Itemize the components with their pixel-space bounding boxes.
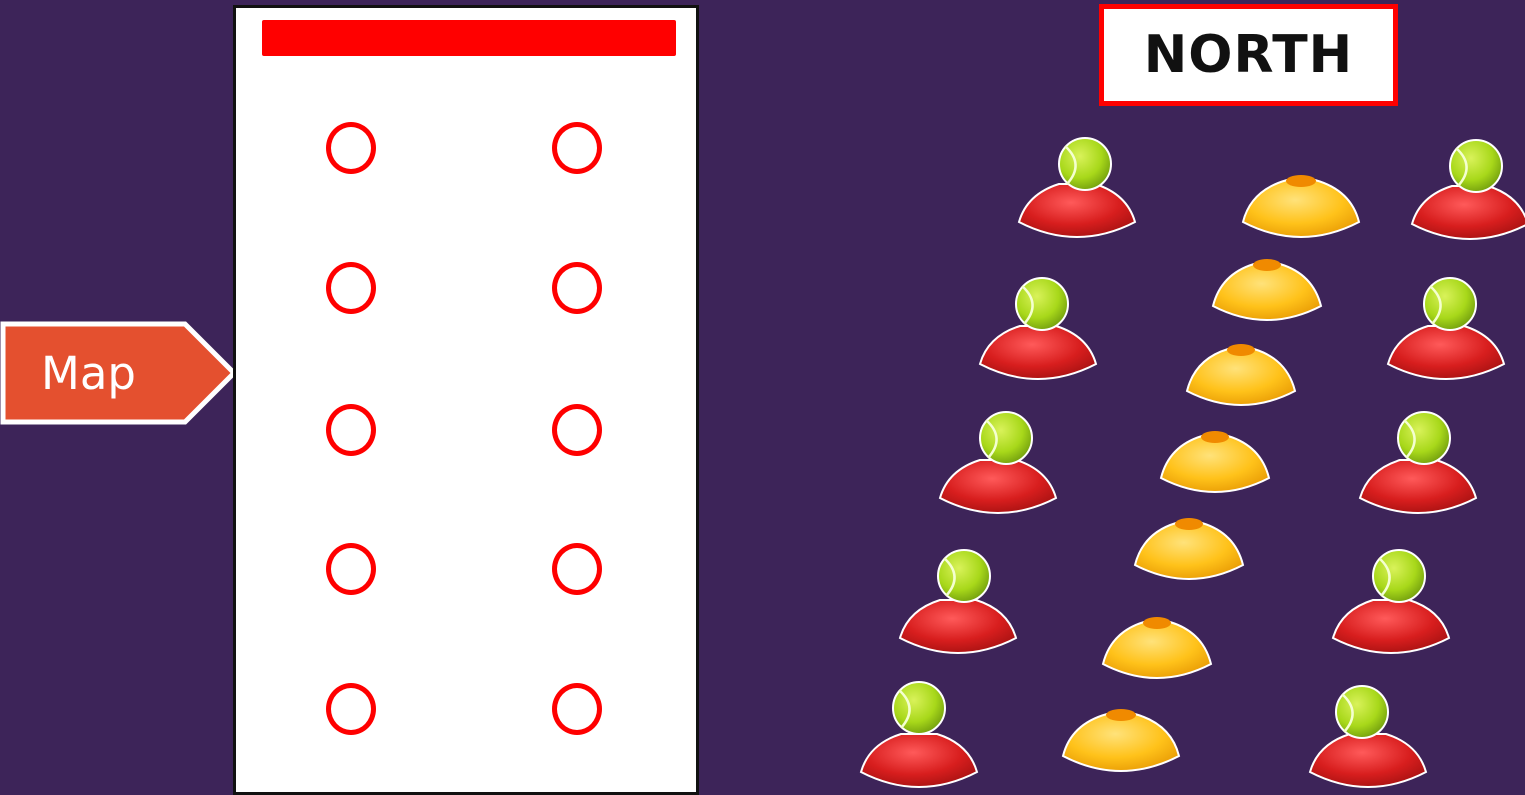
yellow-cone[interactable] [1133, 518, 1245, 580]
map-header-bar [262, 20, 676, 56]
north-sign: NORTH [1099, 4, 1398, 106]
map-slot[interactable] [552, 122, 602, 174]
map-slot[interactable] [326, 543, 376, 595]
red-cone-with-ball[interactable] [859, 681, 979, 788]
map-slot[interactable] [326, 683, 376, 735]
red-cone-with-ball[interactable] [938, 411, 1058, 514]
map-slot[interactable] [326, 122, 376, 174]
red-cone-with-ball[interactable] [1410, 139, 1525, 240]
red-cone-with-ball[interactable] [1308, 685, 1428, 788]
red-cone-with-ball[interactable] [1017, 137, 1137, 238]
red-cone-with-ball[interactable] [1358, 411, 1478, 514]
map-slot[interactable] [552, 543, 602, 595]
red-cone-with-ball[interactable] [1331, 549, 1451, 654]
yellow-cone[interactable] [1159, 431, 1271, 493]
map-panel [233, 5, 699, 795]
north-label: NORTH [1143, 25, 1354, 85]
yellow-cone[interactable] [1185, 344, 1297, 406]
map-slot[interactable] [326, 262, 376, 314]
map-slot[interactable] [552, 683, 602, 735]
map-slot[interactable] [552, 404, 602, 456]
map-button-shape [0, 321, 238, 425]
map-slot[interactable] [326, 404, 376, 456]
red-cone-with-ball[interactable] [898, 549, 1018, 654]
yellow-cone[interactable] [1101, 617, 1213, 679]
map-button-label: Map [41, 347, 136, 400]
map-slot[interactable] [552, 262, 602, 314]
yellow-cone[interactable] [1211, 259, 1323, 321]
map-button[interactable]: Map [0, 321, 240, 425]
yellow-cone[interactable] [1061, 709, 1181, 772]
yellow-cone[interactable] [1241, 175, 1361, 238]
red-cone-with-ball[interactable] [1386, 277, 1506, 380]
red-cone-with-ball[interactable] [978, 277, 1098, 380]
